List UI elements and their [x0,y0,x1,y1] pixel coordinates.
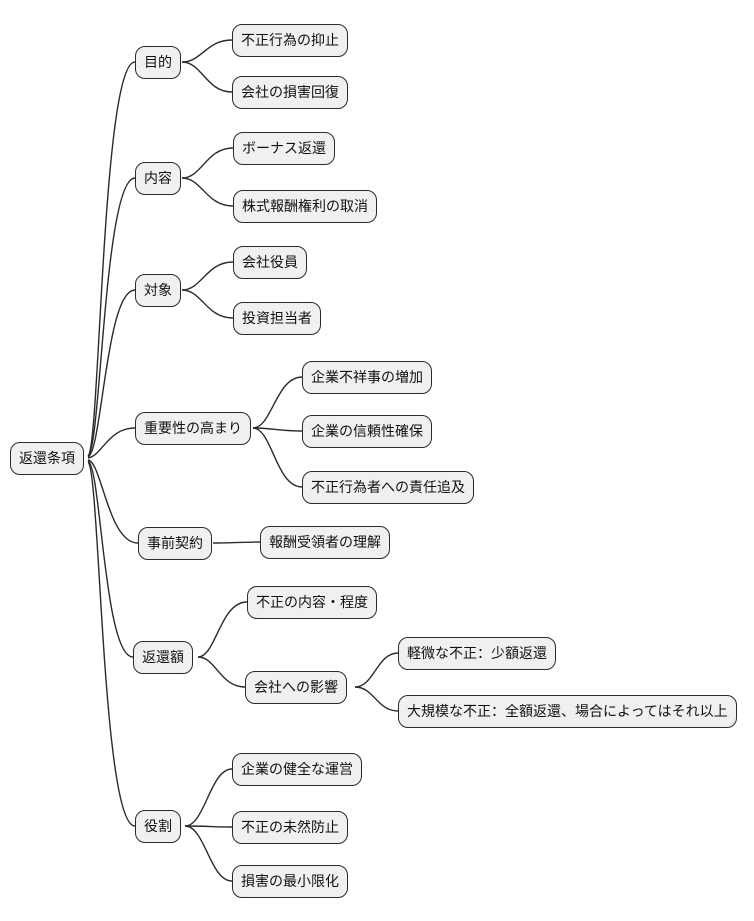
edge-purpose-recovery [181,61,233,93]
node-fraud-severity: 不正の内容・程度 [247,586,377,619]
edge-importance-trust [252,427,303,432]
edge-root-purpose [87,61,136,457]
node-corporate-trust: 企業の信頼性確保 [302,415,432,448]
edge-content-bonus [181,147,234,179]
node-company-impact: 会社への影響 [245,671,347,704]
node-company-damage-recovery: 会社の損害回復 [232,76,348,109]
edge-root-refund-amount [87,460,134,658]
node-growing-importance: 重要性の高まり [135,412,251,445]
node-company-officers: 会社役員 [233,246,307,279]
node-stock-rights-cancellation: 株式報酬権利の取消 [233,190,377,223]
edge-role-minimization [184,825,233,882]
edge-purpose-deterrence [181,39,233,63]
node-root: 返還条項 [10,442,84,475]
node-target: 対象 [135,274,181,307]
node-damage-minimization: 損害の最小限化 [232,865,348,898]
edge-refund-severity [197,601,248,658]
node-major-fraud: 大規模な不正：全額返還、場合によってはそれ以上 [398,695,737,728]
edge-target-investment [181,289,234,319]
node-recipient-understanding: 報酬受領者の理解 [260,526,390,559]
node-fraud-prevention: 不正の未然防止 [232,811,348,844]
edge-role-sound-management [184,768,233,827]
node-corporate-scandals-increase: 企業不祥事の増加 [302,361,432,394]
node-content: 内容 [135,162,181,195]
edge-refund-impact [197,656,246,688]
node-bonus-return: ボーナス返還 [233,132,335,165]
edge-root-target [87,289,136,458]
edge-root-content [87,177,136,457]
node-prior-agreement: 事前契約 [138,527,212,560]
edge-impact-major [354,686,399,712]
edge-importance-accountability [252,427,303,488]
node-minor-fraud: 軽微な不正：少額返還 [398,637,556,670]
node-refund-amount: 返還額 [133,641,193,674]
node-investment-managers: 投資担当者 [233,302,321,335]
node-sound-management: 企業の健全な運営 [232,753,362,786]
node-role: 役割 [135,810,181,843]
edge-target-officers [181,261,234,291]
edge-role-prevention [184,825,233,828]
edge-content-stock [181,177,234,207]
edge-importance-scandals [252,376,303,429]
edge-prior-understanding [212,541,261,544]
node-fraud-deterrence: 不正行為の抑止 [232,24,348,57]
edge-root-prior-agreement [87,459,139,544]
edge-impact-minor [354,652,399,688]
node-purpose: 目的 [135,46,181,79]
node-fraudster-accountability: 不正行為者への責任追及 [302,471,474,504]
edge-root-role [87,461,136,827]
edge-root-importance [87,427,136,459]
